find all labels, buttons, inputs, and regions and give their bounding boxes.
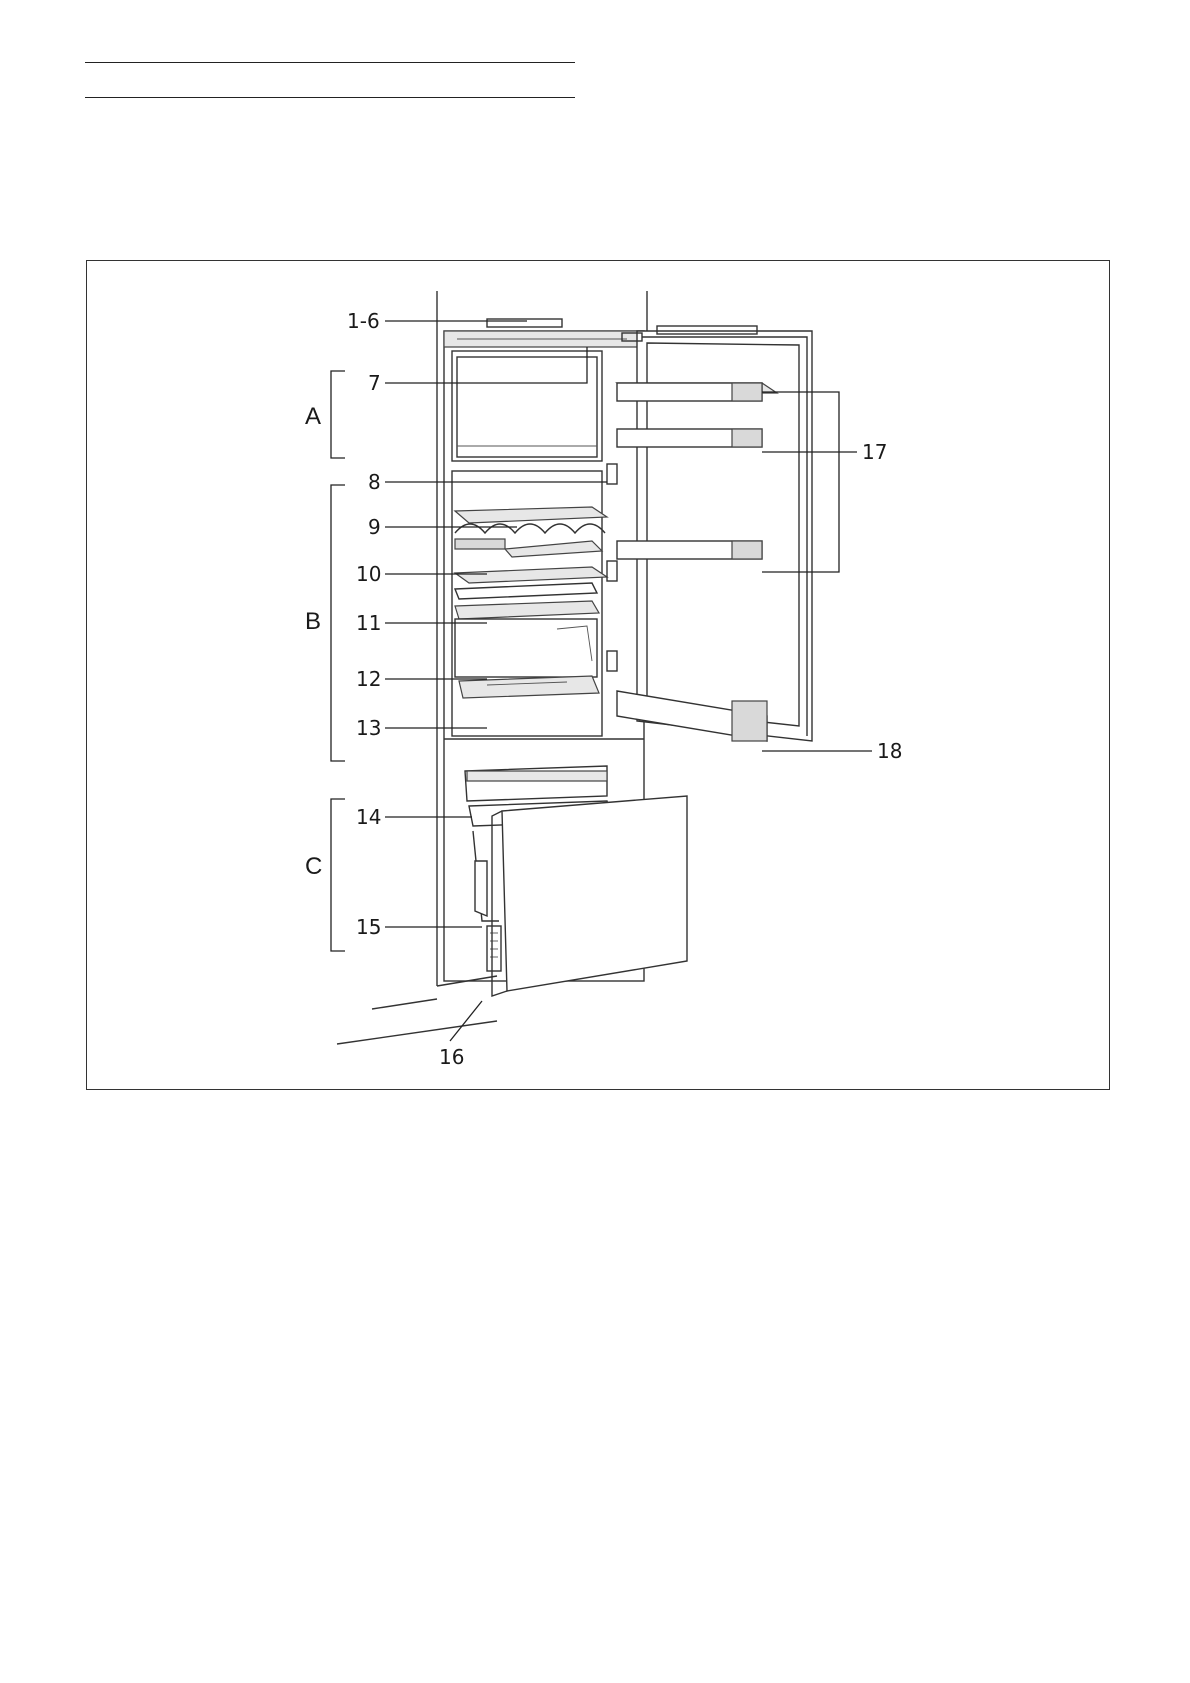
appliance-diagram-frame: A B C 1-6 7 8 9 10 11 12 13 14 15 16 17 … [86,260,1110,1090]
fridge-door-open [617,326,812,741]
callout-10: 10 [356,562,381,586]
door-rack-middle [617,429,762,447]
callout-12: 12 [356,667,381,691]
zone-label-a: A [305,403,321,430]
fridge-compartment [452,471,607,736]
freezer-door-open [492,796,687,996]
freezer-compartment [452,351,602,461]
callout-1-6: 1-6 [347,309,380,333]
callout-7: 7 [368,371,381,395]
header-rule-bottom [85,97,575,98]
zone-brackets [331,371,345,951]
header-rule-top [85,62,575,63]
callout-18: 18 [877,739,902,763]
door-rack-lower [617,541,762,559]
callout-13: 13 [356,716,381,740]
zone-label-c: C [305,853,322,880]
callout-14: 14 [356,805,381,829]
zone-label-b: B [305,608,321,635]
callout-11: 11 [356,611,381,635]
callout-8: 8 [368,470,381,494]
fridge-freezer-illustration: A B C 1-6 7 8 9 10 11 12 13 14 15 16 17 … [87,261,1109,1089]
callout-15: 15 [356,915,381,939]
door-rack-upper [617,383,777,401]
callout-16: 16 [439,1045,464,1069]
interior-light [607,464,617,671]
callout-9: 9 [368,515,381,539]
callout-17: 17 [862,440,887,464]
